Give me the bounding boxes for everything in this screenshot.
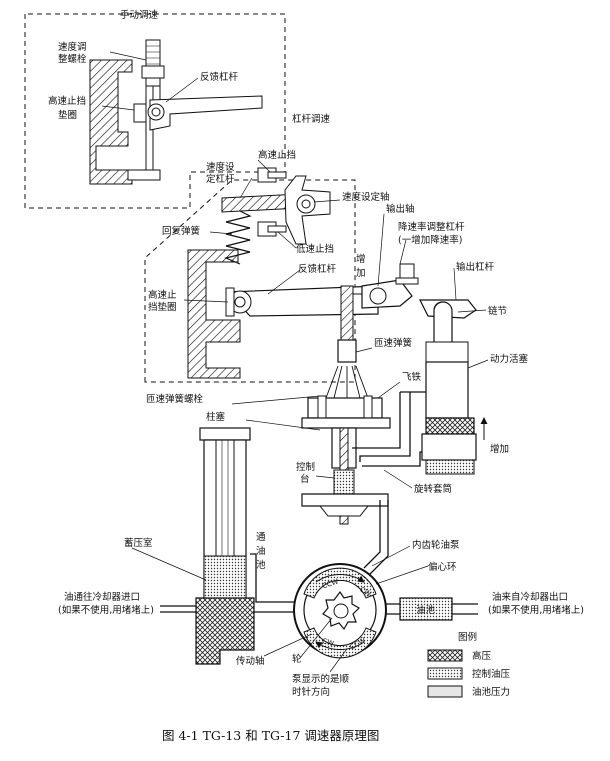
speeder-spring-assembly — [325, 285, 369, 399]
label-cooler-inlet-2: (如果不使用,用堵堵上) — [58, 604, 154, 616]
label-high-stop-washer-top: 高速止挡 — [48, 95, 86, 107]
legend-label-control-pressure: 控制油压 — [472, 668, 511, 680]
legend-swatch-high-pressure — [427, 649, 463, 662]
label-low-stop: 低速止挡 — [296, 243, 334, 255]
label-output-shaft: 输出轴 — [386, 203, 415, 215]
label-sump-vertical-3: 池 — [256, 559, 266, 571]
label-sump-vertical-2: 油 — [256, 545, 266, 557]
label-increase-vertical-2: 加 — [356, 268, 366, 279]
label-cooler-outlet: 油来自冷却器出口 — [492, 591, 568, 603]
label-speeder-spring: 匝速弹簧 — [374, 337, 413, 349]
label-speeder-spring-bolt: 匝速弹簧螺栓 — [146, 393, 204, 405]
legend-swatch-sump-pressure — [427, 685, 463, 698]
label-sump-tag: 油池 — [416, 604, 436, 616]
flyweight-head — [301, 395, 391, 525]
label-control-land-2: 台 — [300, 473, 310, 485]
label-chain-link: 链节 — [488, 305, 507, 317]
legend-title: 图例 — [458, 631, 477, 643]
label-cw-bottom: CW — [321, 637, 335, 648]
label-increase-right: 增加 — [490, 443, 509, 455]
figure-caption: 图 4-1 TG-13 和 TG-17 调速器原理图 — [162, 728, 379, 743]
label-cooler-outlet-2: (如果不使用,用堵堵上) — [488, 604, 584, 616]
legend-label-sump-pressure: 油池压力 — [472, 686, 510, 698]
legend: 图例 高压 控制油压 油池压力 — [427, 631, 511, 698]
output-linkage — [419, 299, 488, 475]
label-return-spring: 回复弹簧 — [162, 225, 201, 237]
labels: 手动调速 速度调 整螺栓 反馈杠杆 高速止挡 垫圈 杠杆调速 速度设 定杠杆 高… — [48, 9, 584, 698]
label-speed-adjust-bolt-2: 整螺栓 — [58, 53, 87, 65]
legend-label-high-pressure: 高压 — [472, 650, 492, 662]
label-droop-lever: 降速率调整杠杆 — [398, 221, 465, 233]
label-sump-vertical-1: 通 — [256, 532, 266, 543]
accumulator — [160, 427, 255, 665]
label-internal-gear-pump: 内齿轮油泵 — [412, 539, 460, 551]
leader-lines — [101, 51, 489, 673]
label-feedback-lever-top: 反馈杠杆 — [200, 71, 239, 83]
sump-block — [399, 597, 478, 621]
label-output-lever: 输出杠杆 — [456, 261, 495, 273]
label-eccentric-ring: 偏心环 — [428, 561, 457, 573]
legend-swatch-control-pressure — [427, 667, 463, 680]
manual-speed-box — [24, 13, 286, 209]
label-drive-shaft: 传动轴 — [236, 655, 265, 667]
label-control-land: 控制 — [296, 461, 315, 473]
label-speed-set-lever-2: 定杠杆 — [206, 173, 235, 185]
label-rotation-note-2: 时针方向 — [292, 686, 330, 698]
internal-gear-pump — [293, 563, 387, 659]
label-power-piston: 动力活塞 — [490, 353, 529, 365]
label-gear: 轮 — [292, 653, 302, 665]
label-cooler-inlet: 油通往冷却器进口 — [64, 591, 140, 603]
label-speed-set-lever: 速度设 — [206, 161, 235, 173]
label-high-stop-washer-mid-2: 挡垫圈 — [148, 301, 177, 313]
label-high-stop-washer-top-2: 垫圈 — [58, 109, 77, 121]
label-droop-lever-2: (一增加降速率) — [398, 234, 462, 246]
label-rotation-note: 泵显示的是顺 — [292, 673, 350, 685]
label-plunger: 柱塞 — [206, 411, 226, 423]
label-speed-set-shaft: 速度设定轴 — [342, 191, 390, 203]
label-feedback-lever-mid: 反馈杠杆 — [298, 263, 337, 275]
label-rotating-bushing: 旋转套筒 — [414, 483, 452, 495]
label-high-stop: 高速止挡 — [258, 149, 296, 161]
label-accumulator: 蓄压室 — [124, 537, 153, 549]
label-manual-speed: 手动调速 — [120, 9, 159, 21]
label-increase-vertical: 增 — [356, 253, 366, 265]
label-lever-speed: 杠杆调速 — [292, 113, 331, 125]
label-speed-adjust-bolt: 速度调 — [58, 41, 87, 53]
label-flyweight: 飞铁 — [402, 371, 422, 383]
label-high-stop-washer-mid: 高速止 — [148, 289, 177, 301]
